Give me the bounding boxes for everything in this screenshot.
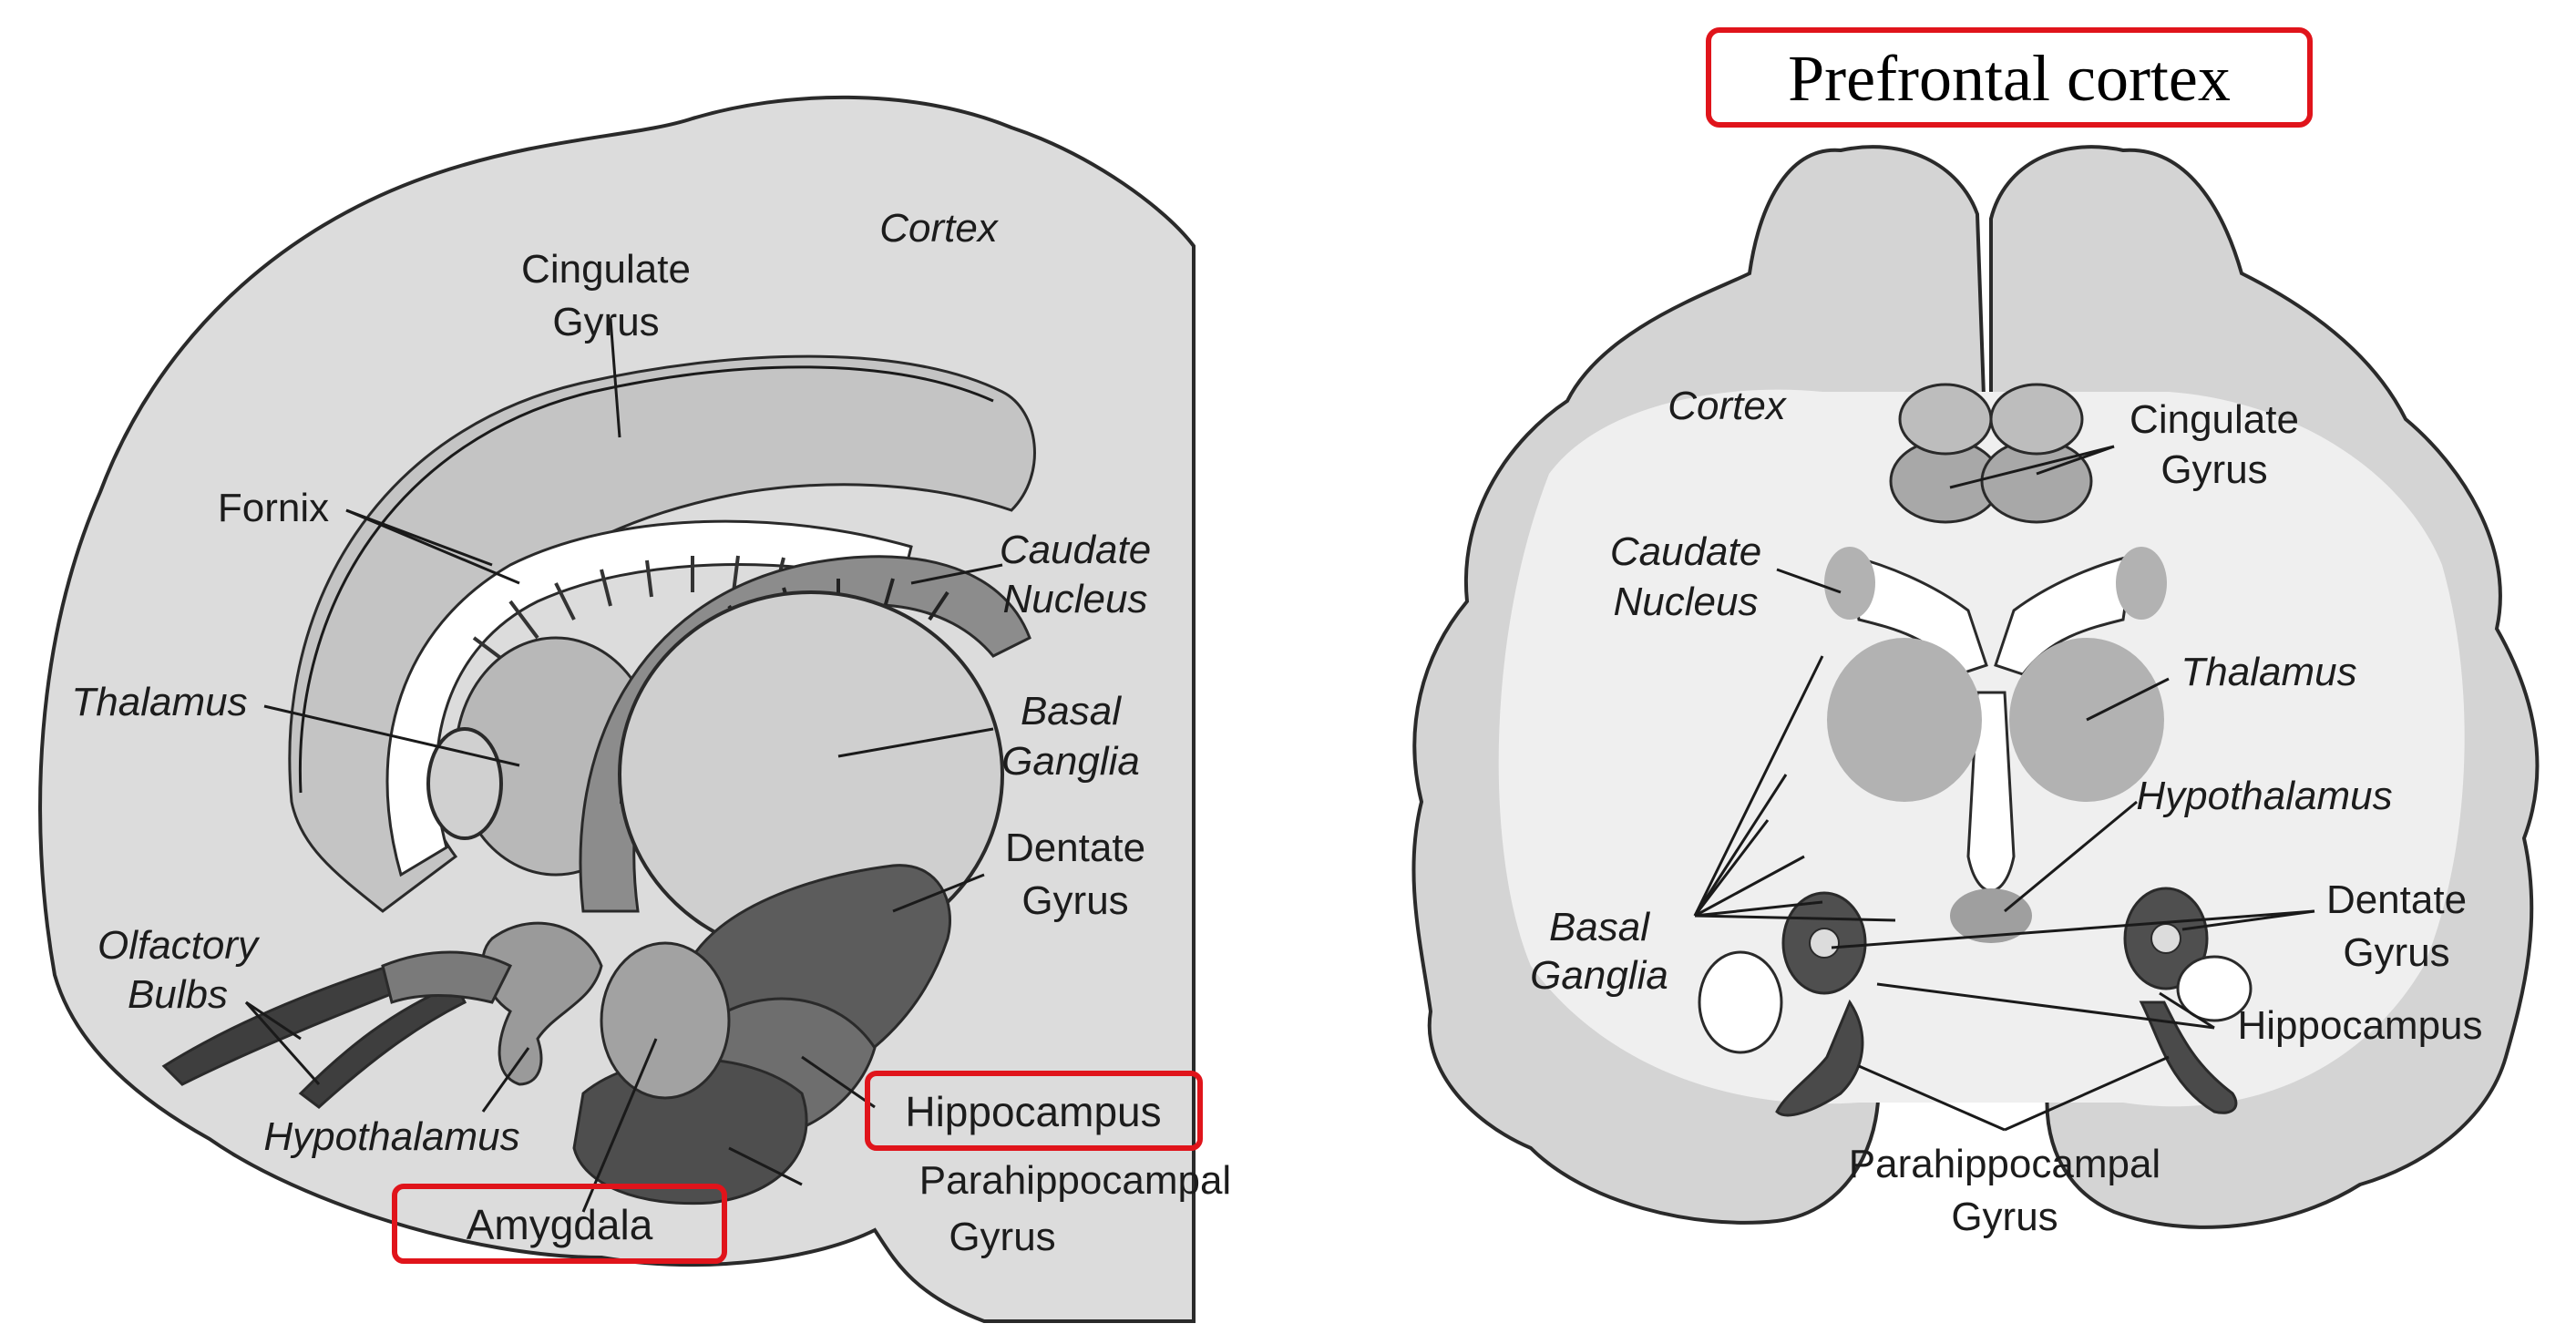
- right-lateral-ventricles: [1848, 554, 2134, 676]
- left-label-basal-2: Ganglia: [1001, 739, 1140, 784]
- right-label-caudate-1: Caudate: [1610, 529, 1761, 574]
- left-label-hypothalamus: Hypothalamus: [263, 1114, 519, 1159]
- right-label-hypothalamus: Hypothalamus: [2136, 774, 2392, 818]
- right-hypothalamus: [1950, 888, 2032, 943]
- sagittal-brain-diagram: Cortex Cingulate Gyrus Fornix Caudate Nu…: [38, 95, 1231, 1323]
- right-caudate-left: [1824, 547, 1875, 620]
- left-amygdala-shape: [600, 941, 731, 1100]
- left-label-dentate-1: Dentate: [1005, 826, 1145, 870]
- left-label-amygdala: Amygdala: [467, 1201, 653, 1248]
- right-leader-lines: [1693, 445, 2315, 1132]
- left-label-olfactory-2: Bulbs: [128, 972, 228, 1017]
- right-label-cingulate-2: Gyrus: [2160, 447, 2267, 492]
- left-label-parahippocampal-2: Gyrus: [949, 1215, 1055, 1259]
- left-label-cortex: Cortex: [879, 206, 1000, 251]
- left-label-cingulate-2: Gyrus: [552, 300, 659, 344]
- right-label-parahippocampal-2: Gyrus: [1951, 1195, 2058, 1239]
- right-thalamus-left: [1827, 638, 1982, 802]
- amygdala-highlight-box: [392, 1184, 727, 1264]
- left-label-cingulate-1: Cingulate: [521, 247, 691, 292]
- left-label-caudate-2: Nucleus: [1003, 577, 1148, 621]
- left-label-thalamus: Thalamus: [71, 680, 247, 724]
- right-label-hippocampus: Hippocampus: [2237, 1003, 2482, 1048]
- right-label-basal-2: Ganglia: [1530, 953, 1668, 998]
- right-label-cingulate-1: Cingulate: [2130, 397, 2299, 442]
- left-label-caudate-1: Caudate: [1000, 528, 1151, 572]
- left-label-dentate-2: Gyrus: [1021, 878, 1128, 923]
- coronal-brain-diagram: Prefrontal cortex: [1411, 27, 2540, 1239]
- prefrontal-cortex-title-box: [1706, 27, 2313, 128]
- left-label-parahippocampal-1: Parahippocampal: [919, 1158, 1231, 1203]
- right-parahippocampal-right: [2139, 1000, 2238, 1114]
- left-label-fornix: Fornix: [218, 486, 329, 530]
- left-label-olfactory-1: Olfactory: [97, 923, 261, 968]
- right-label-cortex: Cortex: [1668, 384, 1788, 428]
- left-label-basal-1: Basal: [1021, 689, 1122, 734]
- right-label-caudate-2: Nucleus: [1614, 580, 1759, 624]
- right-caudate-right: [2116, 547, 2167, 620]
- right-label-parahippocampal-1: Parahippocampal: [1849, 1142, 2160, 1186]
- hippocampus-highlight-box: [865, 1071, 1203, 1151]
- right-label-basal-1: Basal: [1549, 905, 1650, 949]
- right-parahippocampal-left: [1775, 999, 1864, 1117]
- right-label-thalamus: Thalamus: [2181, 650, 2356, 694]
- left-leader-lines: [244, 318, 1003, 1213]
- prefrontal-cortex-title: Prefrontal cortex: [1788, 42, 2231, 115]
- left-hypothalamus-shape: [481, 921, 603, 1086]
- right-label-dentate-2: Gyrus: [2343, 930, 2449, 975]
- left-label-hippocampus: Hippocampus: [905, 1088, 1161, 1135]
- right-label-dentate-1: Dentate: [2326, 877, 2467, 922]
